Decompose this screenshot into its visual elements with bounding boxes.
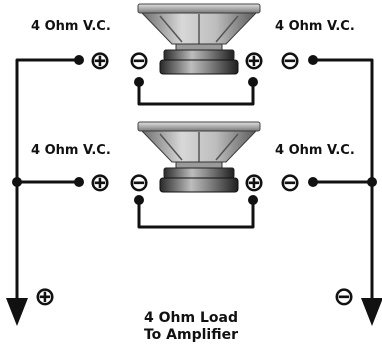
voice-coil-labels: 4 Ohm V.C. 4 Ohm V.C. 4 Ohm V.C. 4 Ohm V… [31,19,355,158]
output-positive-symbol: ⊕ [34,282,56,312]
wire-top-right-minus [309,58,374,302]
wires [15,58,374,302]
arrow-down-left-icon [6,298,28,326]
terminal-bottom-inner-minus: ⊖ [128,168,150,198]
wire-top-left-plus [15,58,83,302]
terminal-top-outer-minus: ⊖ [279,46,301,76]
dot-bottom-left-plus [74,177,84,187]
junction-dots [12,55,377,205]
dot-left-rail [12,177,22,187]
wire-bottom-jumper [137,198,255,229]
terminal-top-inner-plus: ⊕ [243,46,265,76]
speaker-top [137,3,261,75]
dot-top-jumper-left [134,77,144,87]
dot-bottom-jumper-right [248,195,258,205]
terminal-top-inner-minus: ⊖ [128,46,150,76]
output-negative-symbol: ⊖ [333,282,355,312]
terminal-bottom-outer-minus: ⊖ [279,168,301,198]
arrow-down-right-icon [361,298,382,326]
terminals: ⊕ ⊖ ⊕ ⊖ ⊕ ⊖ ⊕ ⊖ ⊕ ⊖ [34,46,355,312]
label-top-right: 4 Ohm V.C. [275,19,355,34]
speaker-bottom [137,121,261,193]
label-bottom-left: 4 Ohm V.C. [31,143,111,158]
dot-top-right-minus [308,55,318,65]
terminal-bottom-inner-plus: ⊕ [243,168,265,198]
dot-right-rail [367,177,377,187]
output-arrows [6,298,382,326]
caption-line-2: To Amplifier [143,327,238,343]
dot-top-left-plus [74,55,84,65]
wire-top-jumper [137,80,255,106]
caption-line-1: 4 Ohm Load [144,310,238,326]
terminal-bottom-outer-plus: ⊕ [89,168,111,198]
terminal-top-outer-plus: ⊕ [89,46,111,76]
dot-bottom-jumper-left [134,195,144,205]
label-top-left: 4 Ohm V.C. [31,19,111,34]
dot-top-jumper-right [248,77,258,87]
dot-bottom-right-minus [308,177,318,187]
label-bottom-right: 4 Ohm V.C. [275,143,355,158]
